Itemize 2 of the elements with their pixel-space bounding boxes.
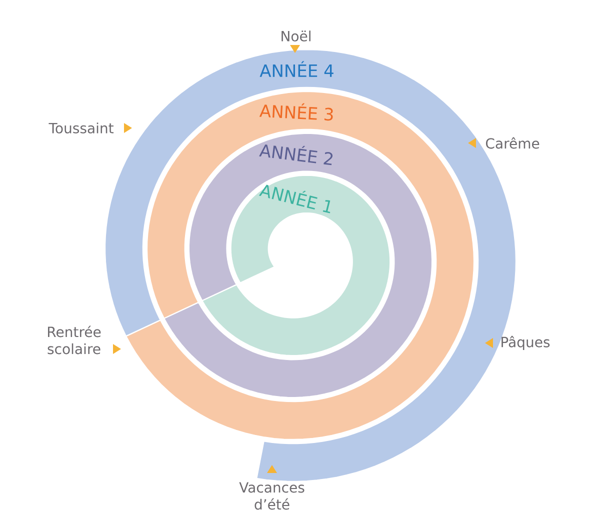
spiral-band: ANNÉE 1 bbox=[201, 174, 391, 356]
season-label: Rentrée scolaire bbox=[48, 326, 101, 354]
